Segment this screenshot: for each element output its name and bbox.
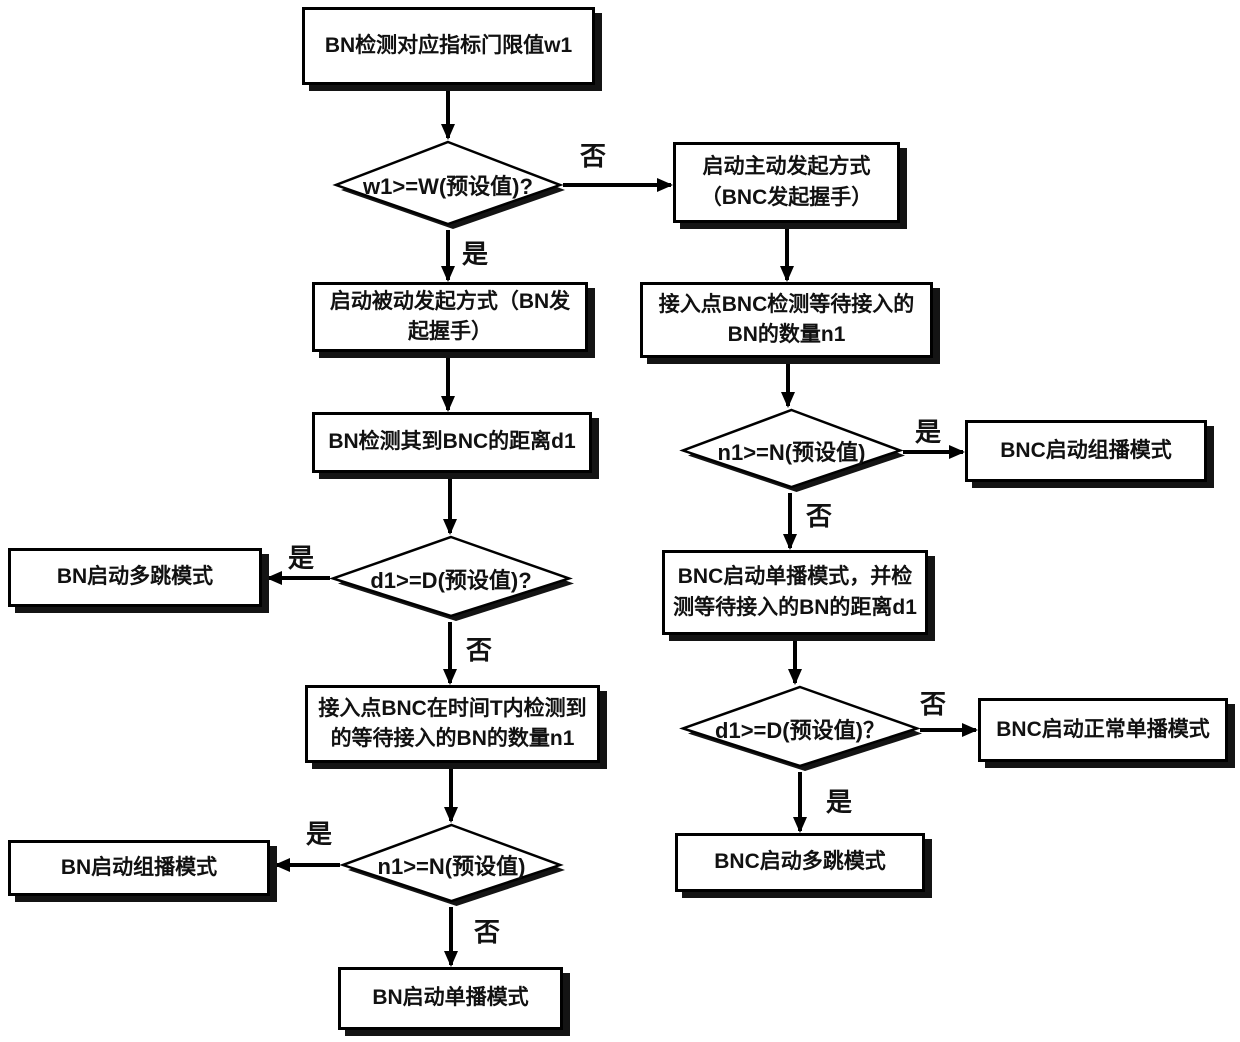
decision-d1-right: d1>=D(预设值)？ (679, 685, 922, 772)
edge-label-no-d3: 否 (474, 917, 501, 947)
process-bnc-count-in-time: 接入点BNC在时间T内检测到 的等待接入的BN的数量n1 (305, 685, 600, 763)
edge-label-no-d5: 否 (920, 689, 947, 719)
terminal-bn-multicast: BN启动组播模式 (8, 840, 270, 896)
decision-n1-right-label: n1>=N(预设值) (717, 439, 866, 465)
edge-label-yes-d2: 是 (288, 543, 315, 573)
edge-label-yes-d1: 是 (462, 239, 489, 269)
edge-label-yes-d3: 是 (306, 819, 333, 849)
decision-d1-right-label: d1>=D(预设值)？ (715, 717, 885, 743)
edge-label-yes-d5: 是 (826, 787, 853, 817)
edge-label-yes-d4: 是 (915, 417, 942, 447)
decision-d1-left: d1>=D(预设值)? (329, 535, 574, 622)
decision-w1: w1>=W(预设值)? (332, 140, 565, 230)
decision-w1-label: w1>=W(预设值)? (363, 174, 533, 199)
process-bn-threshold: BN检测对应指标门限值w1 (302, 7, 595, 85)
process-bn-detect-distance: BN检测其到BNC的距离d1 (312, 412, 592, 473)
terminal-bnc-multihop: BNC启动多跳模式 (675, 833, 925, 892)
process-bnc-detect-count: 接入点BNC检测等待接入的 BN的数量n1 (640, 282, 933, 358)
process-bnc-unicast-detect: BNC启动单播模式，并检 测等待接入的BN的距离d1 (662, 550, 928, 635)
process-passive-initiation: 启动被动发起方式（BN发 起握手） (312, 282, 588, 352)
terminal-bnc-normal-unicast: BNC启动正常单播模式 (978, 698, 1228, 762)
terminal-bn-unicast: BN启动单播模式 (338, 967, 563, 1030)
edge-label-no-d2: 否 (466, 635, 493, 665)
process-active-initiation: 启动主动发起方式 （BNC发起握手） (673, 142, 900, 223)
edge-label-no-d4: 否 (806, 501, 833, 531)
decision-n1-left: n1>=N(预设值) (339, 823, 565, 907)
terminal-bnc-multicast: BNC启动组播模式 (965, 420, 1207, 482)
decision-n1-left-label: n1>=N(预设值) (377, 854, 526, 879)
decision-n1-right: n1>=N(预设值) (679, 408, 905, 493)
terminal-bn-multihop: BN启动多跳模式 (8, 548, 262, 607)
edge-label-no-d1: 否 (580, 141, 607, 171)
decision-d1-left-label: d1>=D(预设值)? (370, 567, 532, 593)
